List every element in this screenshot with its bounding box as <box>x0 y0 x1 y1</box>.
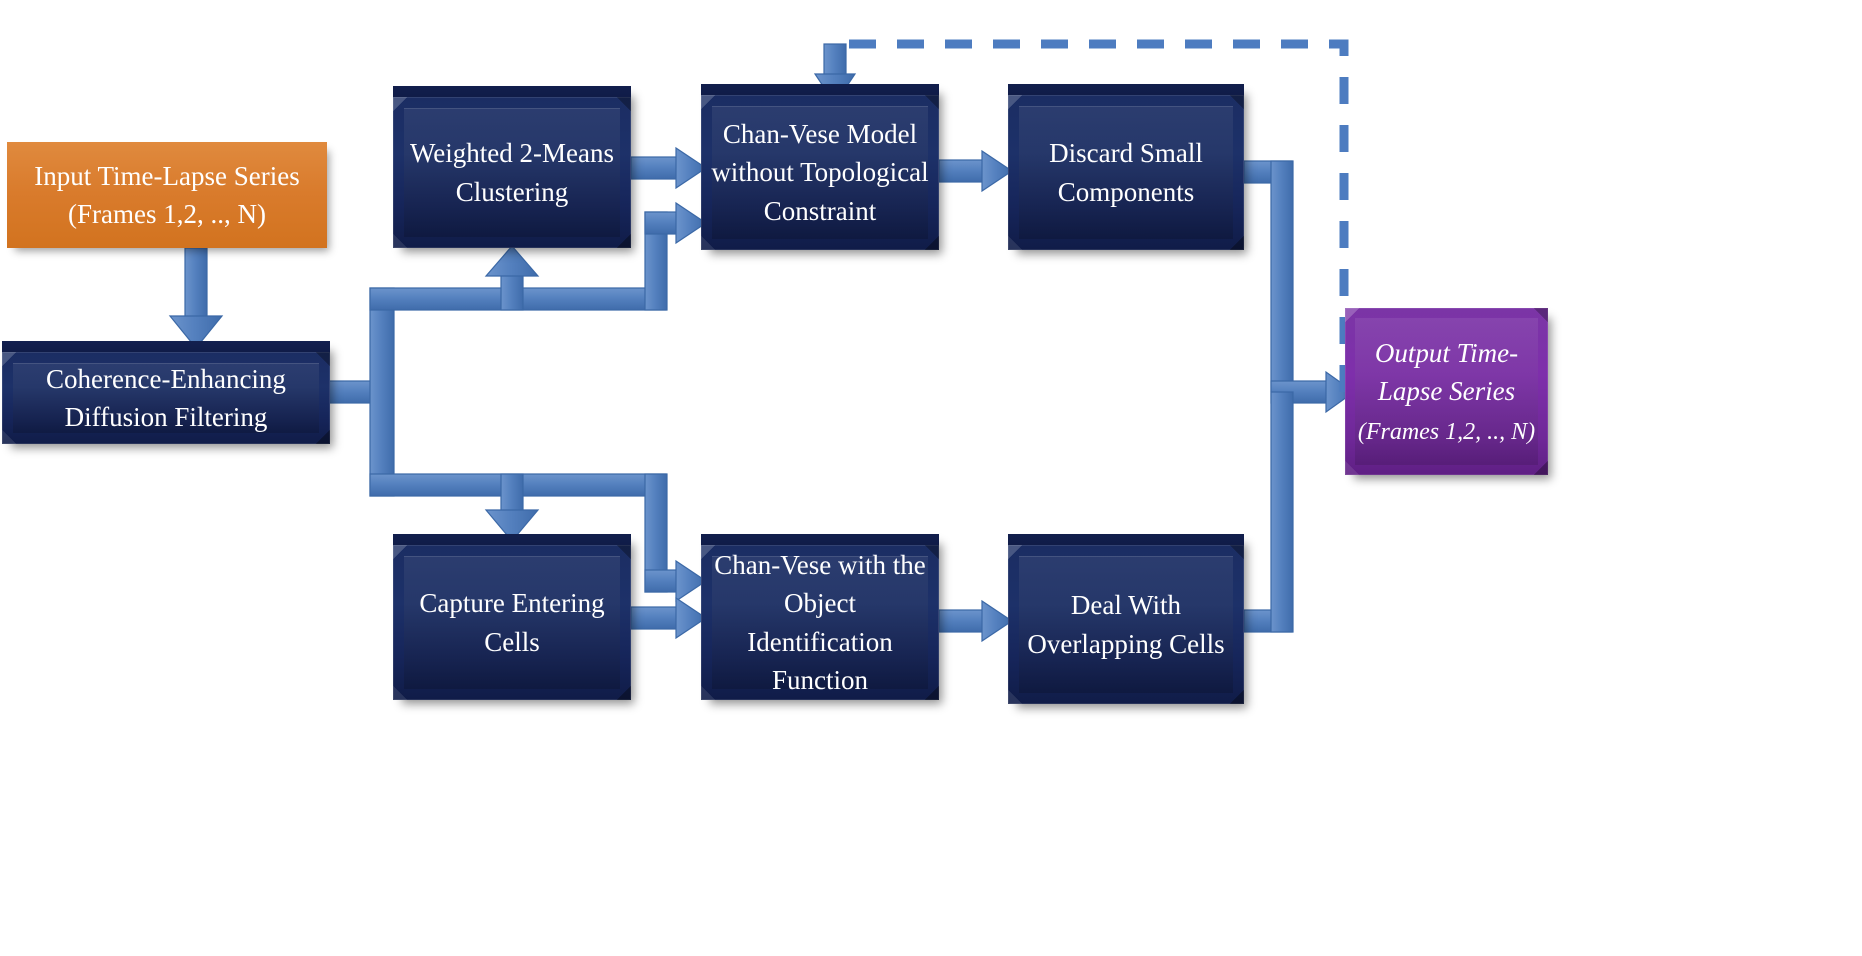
node-input-line1: Input Time-Lapse Series <box>34 160 300 191</box>
node-chanvese-bottom-label: Chan-Vese with the Object Identification… <box>701 546 939 699</box>
arrow-input-to-coherence <box>168 247 224 349</box>
node-output-line1: Output Time- <box>1374 338 1519 368</box>
node-discard-line2: Components <box>1057 176 1195 207</box>
node-discard-line1: Discard Small <box>1049 138 1203 169</box>
node-kmeans-line2: Clustering <box>455 176 569 207</box>
node-chanvese-bottom-line2: Object Identification <box>747 588 893 657</box>
arrow-coherence-trunk <box>328 287 667 497</box>
arrow-coherence-to-kmeans <box>484 245 540 311</box>
node-discard-label: Discard Small Components <box>1039 134 1213 211</box>
node-discard-small-components[interactable]: Discard Small Components <box>1008 84 1244 250</box>
node-deal-with-overlapping-cells[interactable]: Deal With Overlapping Cells <box>1008 534 1244 704</box>
arrow-chanvese-top-to-discard <box>938 149 1014 193</box>
node-chanvese-top-line2: without Topological <box>711 157 929 188</box>
arrow-coherence-to-capture <box>484 473 540 542</box>
node-capture-line1: Capture Entering <box>419 588 605 619</box>
arrow-feedback-loop <box>813 39 1349 392</box>
node-coherence-line1: Coherence-Enhancing <box>46 363 286 394</box>
node-chan-vese-object-identification-function[interactable]: Chan-Vese with the Object Identification… <box>701 534 939 700</box>
node-chanvese-bottom-line3: Function <box>771 664 868 695</box>
node-chanvese-top-line3: Constraint <box>763 195 877 226</box>
node-overlap-label: Deal With Overlapping Cells <box>1017 586 1234 663</box>
node-output-line3: (Frames 1,2, .., N) <box>1357 418 1536 445</box>
node-chan-vese-without-topological-constraint[interactable]: Chan-Vese Model without Topological Cons… <box>701 84 939 250</box>
arrow-chanvese-bottom-to-overlap <box>938 599 1014 643</box>
node-capture-label: Capture Entering Cells <box>409 584 614 661</box>
node-coherence-enhancing-diffusion-filtering[interactable]: Coherence-Enhancing Diffusion Filtering <box>2 341 330 444</box>
node-kmeans-line1: Weighted 2-Means <box>409 138 615 169</box>
node-input-label: Input Time-Lapse Series (Frames 1,2, ..,… <box>24 157 309 234</box>
node-input-line2: (Frames 1,2, .., N) <box>68 199 266 229</box>
node-overlap-line1: Deal With <box>1070 590 1182 621</box>
node-capture-line2: Cells <box>484 626 540 657</box>
node-capture-entering-cells[interactable]: Capture Entering Cells <box>393 534 631 700</box>
node-coherence-label: Coherence-Enhancing Diffusion Filtering <box>36 360 296 437</box>
node-kmeans-label: Weighted 2-Means Clustering <box>400 134 624 211</box>
arrow-discard-to-output <box>1243 160 1356 414</box>
node-weighted-2-means-clustering[interactable]: Weighted 2-Means Clustering <box>393 86 631 248</box>
node-chanvese-top-line1: Chan-Vese Model <box>722 119 918 149</box>
node-output-time-lapse-series[interactable]: Output Time- Lapse Series (Frames 1,2, .… <box>1345 308 1548 475</box>
node-chanvese-bottom-line1: Chan-Vese with the <box>714 549 926 580</box>
node-coherence-line2: Diffusion Filtering <box>64 402 268 432</box>
node-overlap-line2: Overlapping Cells <box>1027 628 1225 659</box>
arrow-overlap-to-output <box>1243 391 1294 633</box>
arrow-capture-to-chanvese-bottom <box>630 596 708 640</box>
node-output-line2: Lapse Series <box>1377 376 1516 407</box>
node-output-label: Output Time- Lapse Series (Frames 1,2, .… <box>1348 334 1545 449</box>
node-input-time-lapse-series[interactable]: Input Time-Lapse Series (Frames 1,2, ..,… <box>7 142 327 248</box>
node-chanvese-top-label: Chan-Vese Model without Topological Cons… <box>701 115 938 230</box>
arrow-coherence-to-chanvese-bottom <box>644 473 708 603</box>
arrow-coherence-to-chanvese-top <box>644 201 708 311</box>
arrow-kmeans-to-chanvese-top <box>630 146 708 190</box>
